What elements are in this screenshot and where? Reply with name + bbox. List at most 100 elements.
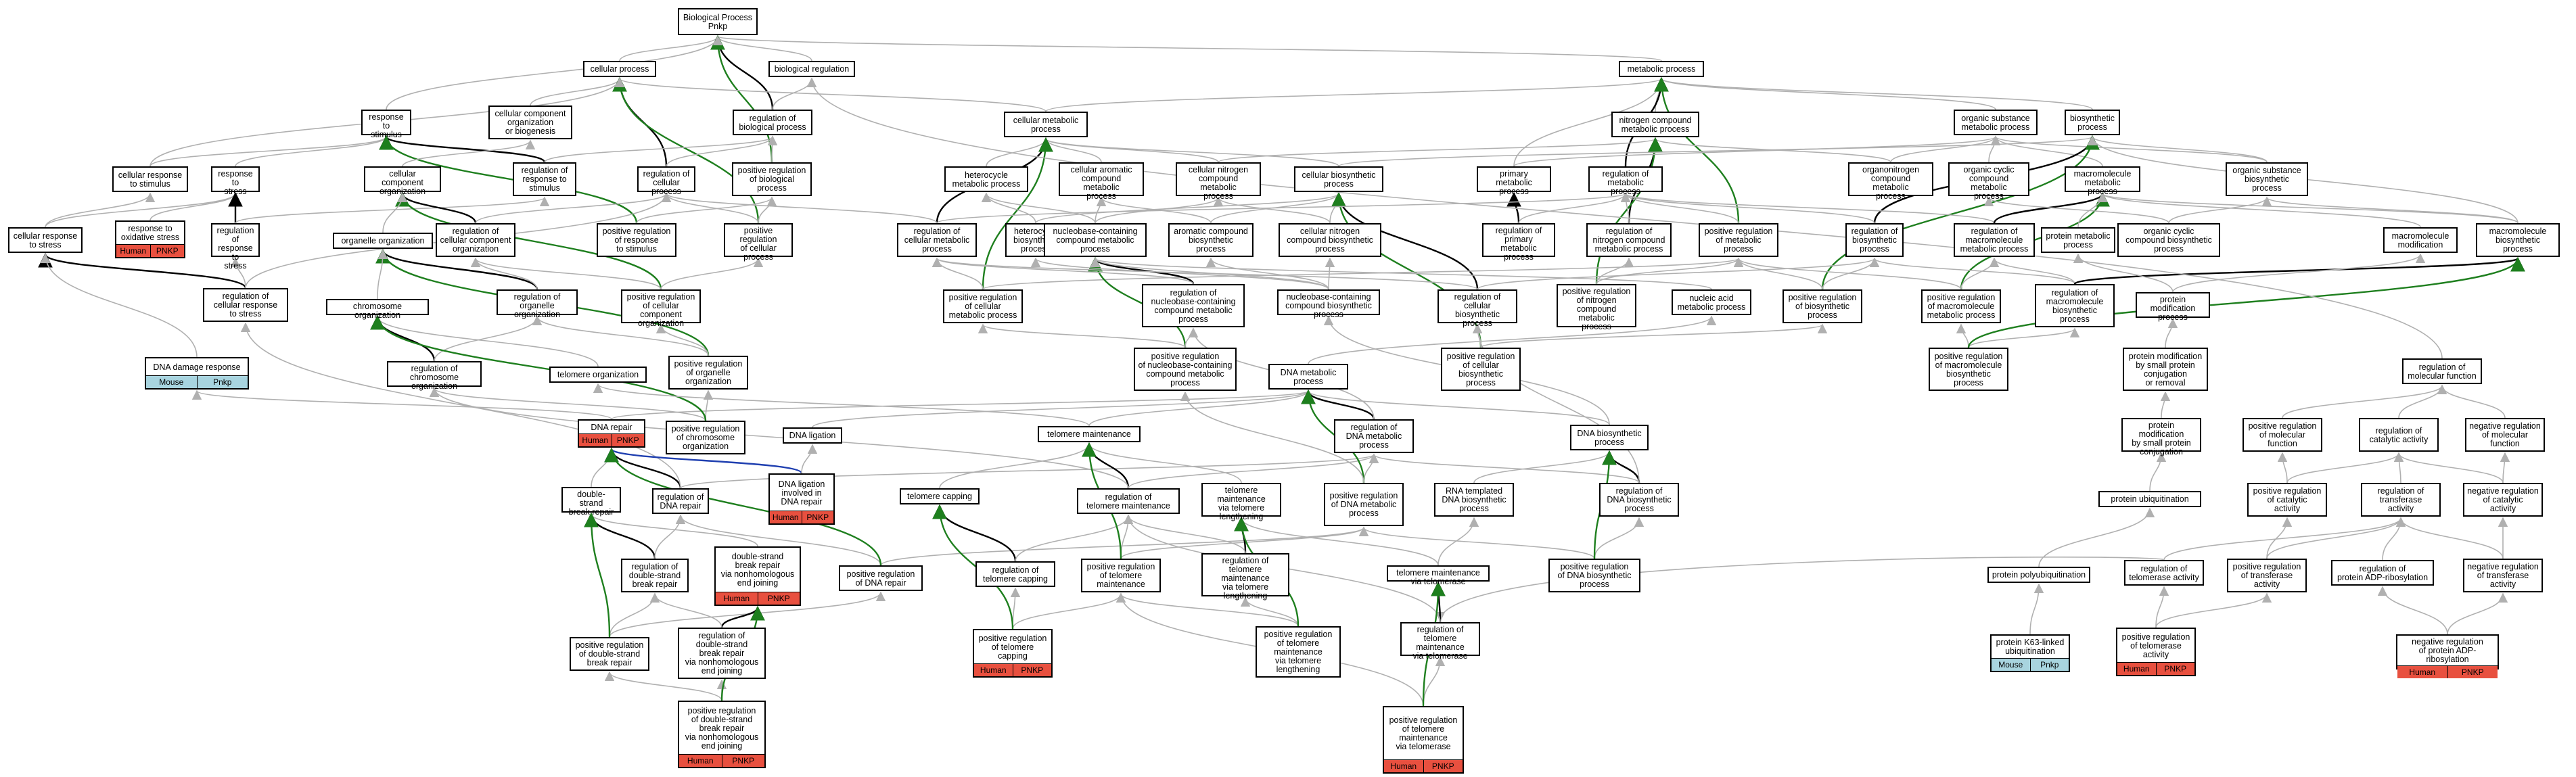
go-term-node[interactable]: macromolecule metabolic process <box>2065 166 2140 196</box>
go-term-node[interactable]: positive regulation of macromolecule bio… <box>1929 348 2008 391</box>
go-term-node[interactable]: positive regulation of cellular biosynth… <box>1441 348 1521 391</box>
go-term-node[interactable]: regulation of telomere maintenance via t… <box>1201 553 1289 601</box>
go-term-node[interactable]: macromolecule biosynthetic process <box>2476 223 2560 257</box>
go-term-node[interactable]: positive regulation of response to stimu… <box>597 223 676 257</box>
go-term-node[interactable]: regulation of macromolecule metabolic pr… <box>1954 223 2035 257</box>
go-term-node[interactable]: protein modification by small protein co… <box>2123 348 2208 391</box>
go-term-node[interactable]: positive regulation of double-strand bre… <box>570 637 649 671</box>
go-term-node[interactable]: regulation of DNA repair <box>652 488 709 514</box>
go-term-node[interactable]: protein ubiquitination <box>2098 491 2201 507</box>
go-term-node[interactable]: positive regulation of telomere maintena… <box>1081 559 1161 592</box>
go-term-node[interactable]: regulation of cellular biosynthetic proc… <box>1438 289 1517 328</box>
go-term-node[interactable]: positive regulation of telomere maintena… <box>1383 706 1464 774</box>
go-term-node[interactable]: organic substance metabolic process <box>1954 110 2038 135</box>
go-term-node[interactable]: positive regulation of cellular metaboli… <box>943 289 1023 323</box>
go-term-node[interactable]: negative regulation of catalytic activit… <box>2463 483 2543 517</box>
go-term-node[interactable]: regulation of telomerase activity <box>2124 560 2204 586</box>
go-term-node[interactable]: regulation of double-strand break repair… <box>678 628 766 679</box>
go-term-node[interactable]: positive regulation of DNA repair <box>839 565 923 591</box>
go-term-node[interactable]: telomere maintenance via telomerase <box>1387 565 1490 586</box>
go-term-node[interactable]: cellular response to stress <box>8 227 83 253</box>
go-term-node[interactable]: regulation of telomere maintenance <box>1077 488 1180 514</box>
go-term-node[interactable]: positive regulation of telomere maintena… <box>1256 626 1341 678</box>
go-term-node[interactable]: positive regulation of double-strand bre… <box>678 701 766 768</box>
go-term-node[interactable]: regulation of biosynthetic process <box>1845 223 1904 257</box>
go-term-node[interactable]: nucleobase-containing compound biosynthe… <box>1277 289 1380 319</box>
go-term-node[interactable]: protein modification by small protein co… <box>2121 418 2201 456</box>
go-term-node[interactable]: regulation of transferase activity <box>2361 483 2441 517</box>
go-term-node[interactable]: organic cyclic compound metabolic proces… <box>1948 162 2029 201</box>
go-term-node[interactable]: macromolecule modification <box>2383 227 2458 253</box>
go-term-node[interactable]: cellular biosynthetic process <box>1294 166 1383 192</box>
go-term-node[interactable]: metabolic process <box>1619 61 1704 77</box>
go-term-node[interactable]: regulation of DNA biosynthetic process <box>1599 483 1679 517</box>
go-term-node[interactable]: regulation of telomere capping <box>975 561 1055 587</box>
go-term-node[interactable]: cellular component organization <box>364 166 441 196</box>
go-term-node[interactable]: primary metabolic process <box>1477 166 1551 196</box>
go-term-node[interactable]: positive regulation of DNA metabolic pro… <box>1324 483 1404 526</box>
go-term-node[interactable]: telomere maintenance <box>1038 426 1141 442</box>
go-term-node[interactable]: DNA biosynthetic process <box>1570 425 1649 450</box>
go-term-node[interactable]: regulation of protein ADP-ribosylation <box>2331 560 2434 586</box>
go-term-node[interactable]: regulation of molecular function <box>2402 358 2482 384</box>
go-term-node[interactable]: cellular aromatic compound metabolic pro… <box>1059 162 1144 201</box>
go-term-node[interactable]: organic substance biosynthetic process <box>2226 162 2308 196</box>
go-term-node[interactable]: positive regulation of transferase activ… <box>2227 559 2307 592</box>
go-term-node[interactable]: positive regulation of catalytic activit… <box>2247 483 2327 517</box>
go-term-node[interactable]: double-strand break repair via nonhomolo… <box>714 546 801 606</box>
go-term-node[interactable]: negative regulation of transferase activ… <box>2463 559 2543 592</box>
go-term-node[interactable]: heterocycle metabolic process <box>944 166 1028 192</box>
go-term-node[interactable]: positive regulation of chromosome organi… <box>666 421 745 454</box>
go-term-node[interactable]: telomere maintenance via telomere length… <box>1201 483 1281 521</box>
go-term-node[interactable]: telomere organization <box>549 367 647 383</box>
go-term-node[interactable]: negative regulation of molecular functio… <box>2465 418 2545 452</box>
go-term-node[interactable]: response to stimulus <box>361 110 411 139</box>
go-term-node[interactable]: protein modification process <box>2136 292 2210 322</box>
go-term-node[interactable]: nucleobase-containing compound metabolic… <box>1044 223 1147 257</box>
go-term-node[interactable]: cellular process <box>583 61 656 77</box>
go-term-node[interactable]: cellular nitrogen compound biosynthetic … <box>1279 223 1381 257</box>
go-term-node[interactable]: chromosome organization <box>326 299 429 320</box>
go-term-node[interactable]: biosynthetic process <box>2065 110 2120 135</box>
go-term-node[interactable]: regulation of DNA metabolic process <box>1334 419 1414 453</box>
go-term-node[interactable]: regulation of catalytic activity <box>2359 418 2439 452</box>
go-term-node[interactable]: positive regulation of macromolecule met… <box>1921 289 2001 323</box>
go-term-node[interactable]: DNA metabolic process <box>1268 364 1348 390</box>
go-term-node[interactable]: aromatic compound biosynthetic process <box>1168 223 1254 257</box>
go-term-node[interactable]: regulation of cellular metabolic process <box>897 223 977 257</box>
go-term-node[interactable]: positive regulation of biological proces… <box>732 162 812 196</box>
go-term-node[interactable]: Biological Process Pnkp <box>678 8 758 35</box>
go-term-node[interactable]: regulation of nitrogen compound metaboli… <box>1586 223 1672 257</box>
go-term-node[interactable]: protein metabolic process <box>2041 227 2115 253</box>
go-term-node[interactable]: regulation of cellular response to stres… <box>203 288 288 322</box>
go-term-node[interactable]: cellular response to stimulus <box>112 166 188 192</box>
go-term-node[interactable]: positive regulation of organelle organiz… <box>668 356 748 390</box>
go-term-node[interactable]: protein polyubiquitination <box>1987 567 2090 583</box>
go-term-node[interactable]: positive regulation of metabolic process <box>1699 223 1778 257</box>
go-term-node[interactable]: positive regulation of nitrogen compound… <box>1557 284 1636 331</box>
go-term-node[interactable]: nucleic acid metabolic process <box>1672 289 1751 315</box>
go-term-node[interactable]: regulation of telomere maintenance via t… <box>1400 622 1480 661</box>
go-term-node[interactable]: negative regulation of protein ADP-ribos… <box>2396 634 2499 678</box>
go-term-node[interactable]: regulation of chromosome organization <box>387 361 482 391</box>
go-term-node[interactable]: regulation of cellular process <box>637 166 695 196</box>
go-term-node[interactable]: organelle organization <box>333 233 433 249</box>
go-term-node[interactable]: regulation of nucleobase-containing comp… <box>1142 284 1245 327</box>
go-term-node[interactable]: regulation of biological process <box>733 110 812 135</box>
go-term-node[interactable]: organonitrogen compound metabolic proces… <box>1848 162 1933 201</box>
go-term-node[interactable]: cellular nitrogen compound metabolic pro… <box>1176 162 1261 201</box>
go-term-node[interactable]: positive regulation of biosynthetic proc… <box>1782 289 1862 323</box>
go-term-node[interactable]: regulation of response to stress <box>211 223 260 270</box>
go-term-node[interactable]: regulation of metabolic process <box>1588 166 1663 196</box>
go-term-node[interactable]: cellular component organization or bioge… <box>488 105 572 139</box>
go-term-node[interactable]: response to stress <box>211 166 260 196</box>
go-term-node[interactable]: double-strand break repair <box>561 487 621 517</box>
go-term-node[interactable]: regulation of macromolecule biosynthetic… <box>2035 284 2115 327</box>
go-term-node[interactable]: positive regulation of telomerase activi… <box>2116 628 2196 676</box>
